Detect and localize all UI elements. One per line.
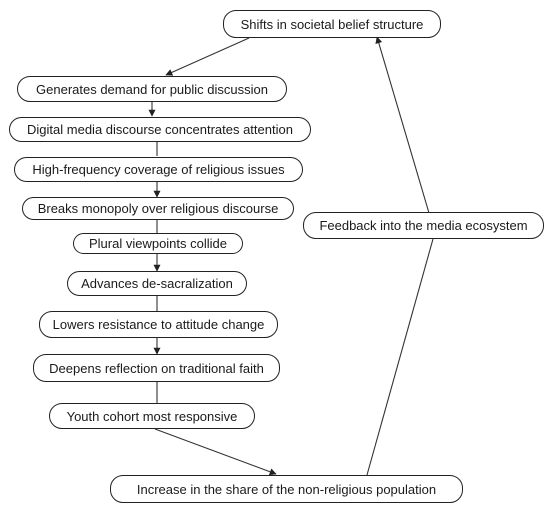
node-plural: Plural viewpoints collide <box>73 233 243 254</box>
node-desacral: Advances de-sacralization <box>67 271 247 296</box>
node-digital: Digital media discourse concentrates att… <box>9 117 311 142</box>
node-youth: Youth cohort most responsive <box>49 403 255 429</box>
line-nonrel-to-feedback <box>366 238 434 476</box>
arrow-youth-to-nonrel <box>154 428 277 476</box>
arrow-feedback-to-shifts <box>375 36 430 214</box>
node-demand: Generates demand for public discussion <box>17 76 287 102</box>
node-reflection: Deepens reflection on traditional faith <box>33 354 280 382</box>
node-monopoly: Breaks monopoly over religious discourse <box>22 197 294 220</box>
node-nonrel: Increase in the share of the non-religio… <box>110 475 463 503</box>
node-shifts: Shifts in societal belief structure <box>223 10 441 38</box>
arrow-shifts-to-demand <box>165 37 250 76</box>
node-feedback: Feedback into the media ecosystem <box>303 212 544 239</box>
node-resistance: Lowers resistance to attitude change <box>39 311 278 338</box>
node-highfreq: High-frequency coverage of religious iss… <box>14 157 303 182</box>
